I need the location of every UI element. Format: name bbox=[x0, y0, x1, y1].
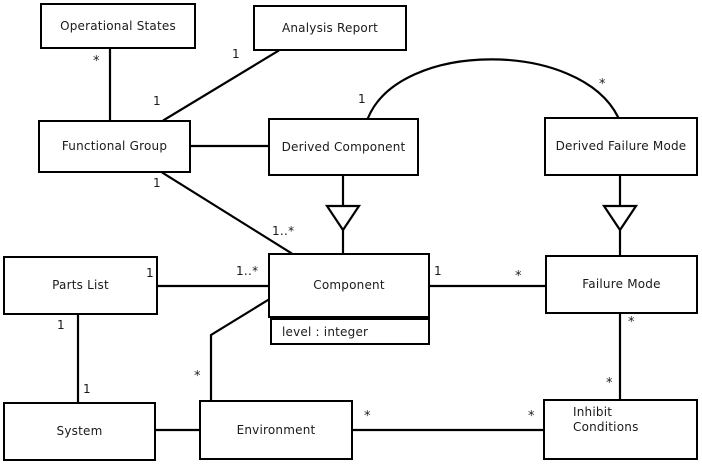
multiplicity-functionalgroup-component: 1 bbox=[153, 176, 161, 190]
multiplicity-partslist-component: 1 bbox=[146, 266, 154, 280]
assoc-derivedcomponent-derivedfailuremode bbox=[366, 58, 620, 120]
class-name-system: System bbox=[56, 424, 103, 438]
class-box-system[interactable]: System bbox=[3, 402, 156, 461]
class-box-inhibit-conditions[interactable]: Inhibit Conditions bbox=[543, 399, 698, 460]
multiplicity-component-functionalgroup: 1..* bbox=[272, 224, 295, 238]
multiplicity-analysisreport-functionalgroup: 1 bbox=[232, 47, 240, 61]
multiplicity-failuremode-component: * bbox=[515, 269, 522, 284]
class-box-derived-component[interactable]: Derived Component bbox=[268, 118, 419, 176]
class-box-analysis-report[interactable]: Analysis Report bbox=[253, 5, 407, 51]
class-name-functional-group: Functional Group bbox=[61, 139, 168, 153]
class-name-analysis-report: Analysis Report bbox=[281, 20, 379, 35]
assoc-functionalgroup-component bbox=[161, 171, 293, 255]
multiplicity-environment-component: * bbox=[194, 369, 201, 384]
multiplicity-system-partslist: 1 bbox=[83, 382, 91, 396]
multiplicity-component-partslist: 1..* bbox=[236, 264, 259, 278]
class-box-functional-group[interactable]: Functional Group bbox=[38, 120, 191, 173]
gen-triangle-component-icon bbox=[324, 204, 362, 232]
class-box-operational-states[interactable]: Operational States bbox=[40, 3, 196, 49]
multiplicity-derivedcomponent-arc: 1 bbox=[358, 92, 366, 106]
class-name-derived-component: Derived Component bbox=[281, 139, 406, 154]
class-box-failure-mode[interactable]: Failure Mode bbox=[545, 255, 698, 314]
assoc-component-environment bbox=[209, 298, 270, 402]
multiplicity-inhibitconditions-environment: * bbox=[528, 409, 535, 424]
class-name-inhibit-conditions: Inhibit Conditions bbox=[573, 405, 639, 434]
multiplicity-derivedfailuremode-arc: * bbox=[599, 77, 606, 92]
multiplicity-failuremode-inhibitconditions: * bbox=[628, 315, 635, 330]
multiplicity-opstates-functionalgroup: * bbox=[93, 54, 100, 69]
multiplicity-partslist-system: 1 bbox=[57, 318, 65, 332]
multiplicity-environment-inhibitconditions: * bbox=[364, 409, 371, 424]
class-name-environment: Environment bbox=[236, 422, 316, 437]
class-name-operational-states: Operational States bbox=[60, 18, 176, 33]
attribute-level: level : integer bbox=[282, 324, 369, 339]
assoc-analysisreport-functionalgroup bbox=[162, 49, 280, 122]
class-box-parts-list[interactable]: Parts List bbox=[3, 256, 158, 315]
class-name-failure-mode: Failure Mode bbox=[582, 277, 661, 291]
class-name-parts-list: Parts List bbox=[52, 278, 109, 292]
class-box-derived-failure-mode[interactable]: Derived Failure Mode bbox=[544, 117, 698, 176]
class-name-derived-failure-mode: Derived Failure Mode bbox=[555, 139, 687, 153]
class-attributes-component[interactable]: level : integer bbox=[270, 318, 430, 345]
class-name-component: Component bbox=[313, 278, 385, 292]
gen-triangle-failure-mode-icon bbox=[601, 204, 639, 232]
multiplicity-functionalgroup-analysisreport: 1 bbox=[153, 94, 161, 108]
class-box-component[interactable]: Component bbox=[268, 253, 430, 318]
multiplicity-inhibitconditions-failuremode: * bbox=[606, 376, 613, 391]
class-box-environment[interactable]: Environment bbox=[199, 400, 353, 460]
multiplicity-component-failuremode: 1 bbox=[434, 264, 442, 278]
